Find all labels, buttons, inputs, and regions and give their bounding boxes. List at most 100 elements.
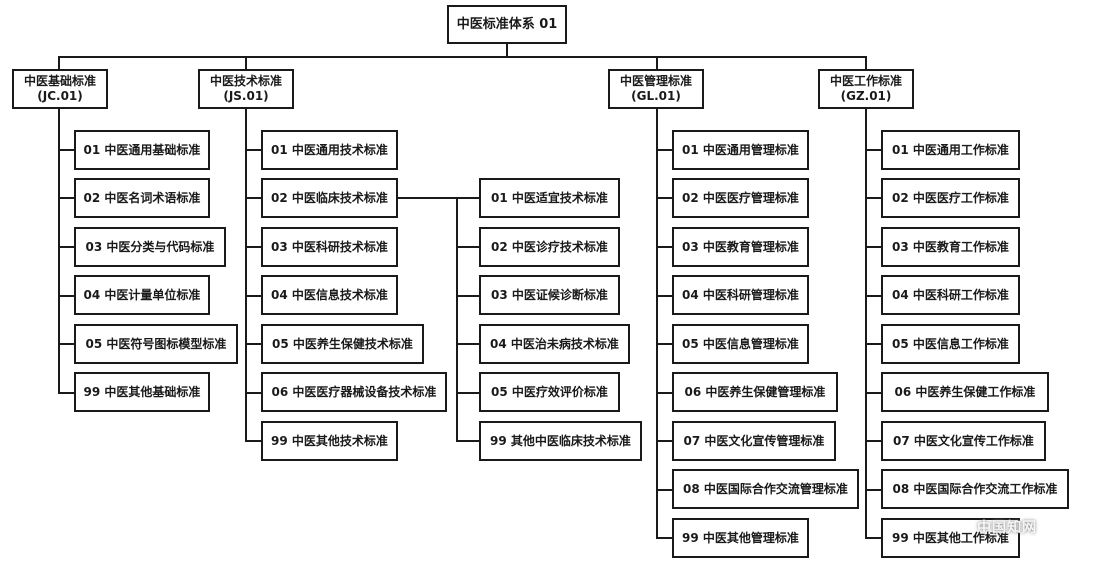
category-code: (JC.01) — [37, 89, 83, 103]
branch-js-sub — [456, 343, 480, 345]
category-node-js: 中医技术标准 (JS.01) — [198, 69, 294, 109]
category-code: (GL.01) — [631, 89, 681, 103]
branch-jc — [58, 295, 75, 297]
branch-gl — [656, 149, 673, 151]
connector-cat-gz — [865, 56, 867, 70]
leaf-gl-03: 03 中医教育管理标准 — [672, 227, 809, 267]
branch-gz — [865, 149, 882, 151]
branch-gz — [865, 489, 882, 491]
branch-jc — [58, 392, 75, 394]
branch-js-sub — [456, 392, 480, 394]
leaf-gz-03: 03 中医教育工作标准 — [881, 227, 1020, 267]
connector-root-down — [506, 43, 508, 57]
branch-gl — [656, 197, 673, 199]
spine-jc — [58, 108, 60, 393]
branch-js-clinical — [398, 197, 480, 199]
leaf-gl-08: 08 中医国际合作交流管理标准 — [672, 469, 859, 509]
connector-top-bus — [58, 56, 865, 58]
leaf-gl-99: 99 中医其他管理标准 — [672, 518, 809, 558]
root-node: 中医标准体系 01 — [447, 5, 567, 44]
leaf-js-02: 02 中医临床技术标准 — [261, 178, 398, 218]
branch-js-sub — [456, 246, 480, 248]
branch-jc — [58, 149, 75, 151]
branch-gl — [656, 489, 673, 491]
leaf-gl-06: 06 中医养生保健管理标准 — [672, 372, 838, 412]
branch-jc — [58, 246, 75, 248]
spine-gz — [865, 108, 867, 538]
branch-gl — [656, 440, 673, 442]
category-name: 中医工作标准 — [829, 74, 902, 88]
spine-js-clinical — [456, 197, 458, 441]
leaf-gl-07: 07 中医文化宣传管理标准 — [672, 421, 836, 461]
connector-cat-gl — [656, 56, 658, 70]
leaf-js-03: 03 中医科研技术标准 — [261, 227, 398, 267]
leaf-js-06: 06 中医医疗器械设备技术标准 — [261, 372, 447, 412]
leaf-jc-01: 01 中医通用基础标准 — [74, 130, 210, 170]
category-code: (GZ.01) — [840, 89, 892, 103]
watermark: 中国知网 — [977, 520, 1037, 536]
branch-gl — [656, 537, 673, 539]
category-name: 中医技术标准 — [209, 74, 282, 88]
branch-js — [245, 295, 262, 297]
branch-gz — [865, 246, 882, 248]
leaf-gz-02: 02 中医医疗工作标准 — [881, 178, 1020, 218]
branch-jc — [58, 343, 75, 345]
leaf-jc-99: 99 中医其他基础标准 — [74, 372, 210, 412]
leaf-gz-99: 99 中医其他工作标准 — [881, 518, 1020, 558]
connector-cat-jc — [58, 56, 60, 70]
subleaf-js-clinical-03: 03 中医证候诊断标准 — [479, 275, 620, 315]
leaf-jc-05: 05 中医符号图标模型标准 — [74, 324, 238, 364]
branch-js — [245, 343, 262, 345]
leaf-gz-04: 04 中医科研工作标准 — [881, 275, 1020, 315]
category-node-gz: 中医工作标准 (GZ.01) — [818, 69, 914, 109]
subleaf-js-clinical-02: 02 中医诊疗技术标准 — [479, 227, 620, 267]
leaf-js-04: 04 中医信息技术标准 — [261, 275, 398, 315]
leaf-gl-01: 01 中医通用管理标准 — [672, 130, 809, 170]
leaf-jc-04: 04 中医计量单位标准 — [74, 275, 210, 315]
leaf-gz-07: 07 中医文化宣传工作标准 — [881, 421, 1046, 461]
leaf-gz-05: 05 中医信息工作标准 — [881, 324, 1020, 364]
spine-js — [245, 108, 247, 441]
spine-gl — [656, 108, 658, 538]
leaf-js-99: 99 中医其他技术标准 — [261, 421, 398, 461]
branch-gz — [865, 392, 882, 394]
subleaf-js-clinical-99: 99 其他中医临床技术标准 — [479, 421, 642, 461]
branch-js-sub — [456, 295, 480, 297]
leaf-gz-01: 01 中医通用工作标准 — [881, 130, 1020, 170]
category-name: 中医基础标准 — [23, 74, 96, 88]
branch-gl — [656, 343, 673, 345]
category-name: 中医管理标准 — [619, 74, 692, 88]
leaf-gl-05: 05 中医信息管理标准 — [672, 324, 809, 364]
branch-js — [245, 246, 262, 248]
leaf-jc-03: 03 中医分类与代码标准 — [74, 227, 226, 267]
branch-js — [245, 440, 262, 442]
branch-js-sub — [456, 440, 480, 442]
subleaf-js-clinical-04: 04 中医治未病技术标准 — [479, 324, 630, 364]
branch-gz — [865, 295, 882, 297]
leaf-gl-02: 02 中医医疗管理标准 — [672, 178, 809, 218]
leaf-gl-04: 04 中医科研管理标准 — [672, 275, 809, 315]
leaf-jc-02: 02 中医名词术语标准 — [74, 178, 210, 218]
connector-cat-js — [245, 56, 247, 70]
branch-gz — [865, 537, 882, 539]
branch-gl — [656, 246, 673, 248]
branch-js — [245, 197, 262, 199]
category-node-gl: 中医管理标准 (GL.01) — [608, 69, 704, 109]
leaf-gz-06: 06 中医养生保健工作标准 — [881, 372, 1049, 412]
branch-js — [245, 149, 262, 151]
leaf-js-01: 01 中医通用技术标准 — [261, 130, 398, 170]
subleaf-js-clinical-05: 05 中医疗效评价标准 — [479, 372, 620, 412]
leaf-gz-08: 08 中医国际合作交流工作标准 — [881, 469, 1069, 509]
branch-gz — [865, 440, 882, 442]
branch-gl — [656, 392, 673, 394]
category-code: (JS.01) — [223, 89, 269, 103]
subleaf-js-clinical-01: 01 中医适宜技术标准 — [479, 178, 620, 218]
branch-gz — [865, 197, 882, 199]
branch-gl — [656, 295, 673, 297]
branch-gz — [865, 343, 882, 345]
leaf-js-05: 05 中医养生保健技术标准 — [261, 324, 424, 364]
branch-js — [245, 392, 262, 394]
branch-jc — [58, 197, 75, 199]
category-node-jc: 中医基础标准 (JC.01) — [12, 69, 108, 109]
